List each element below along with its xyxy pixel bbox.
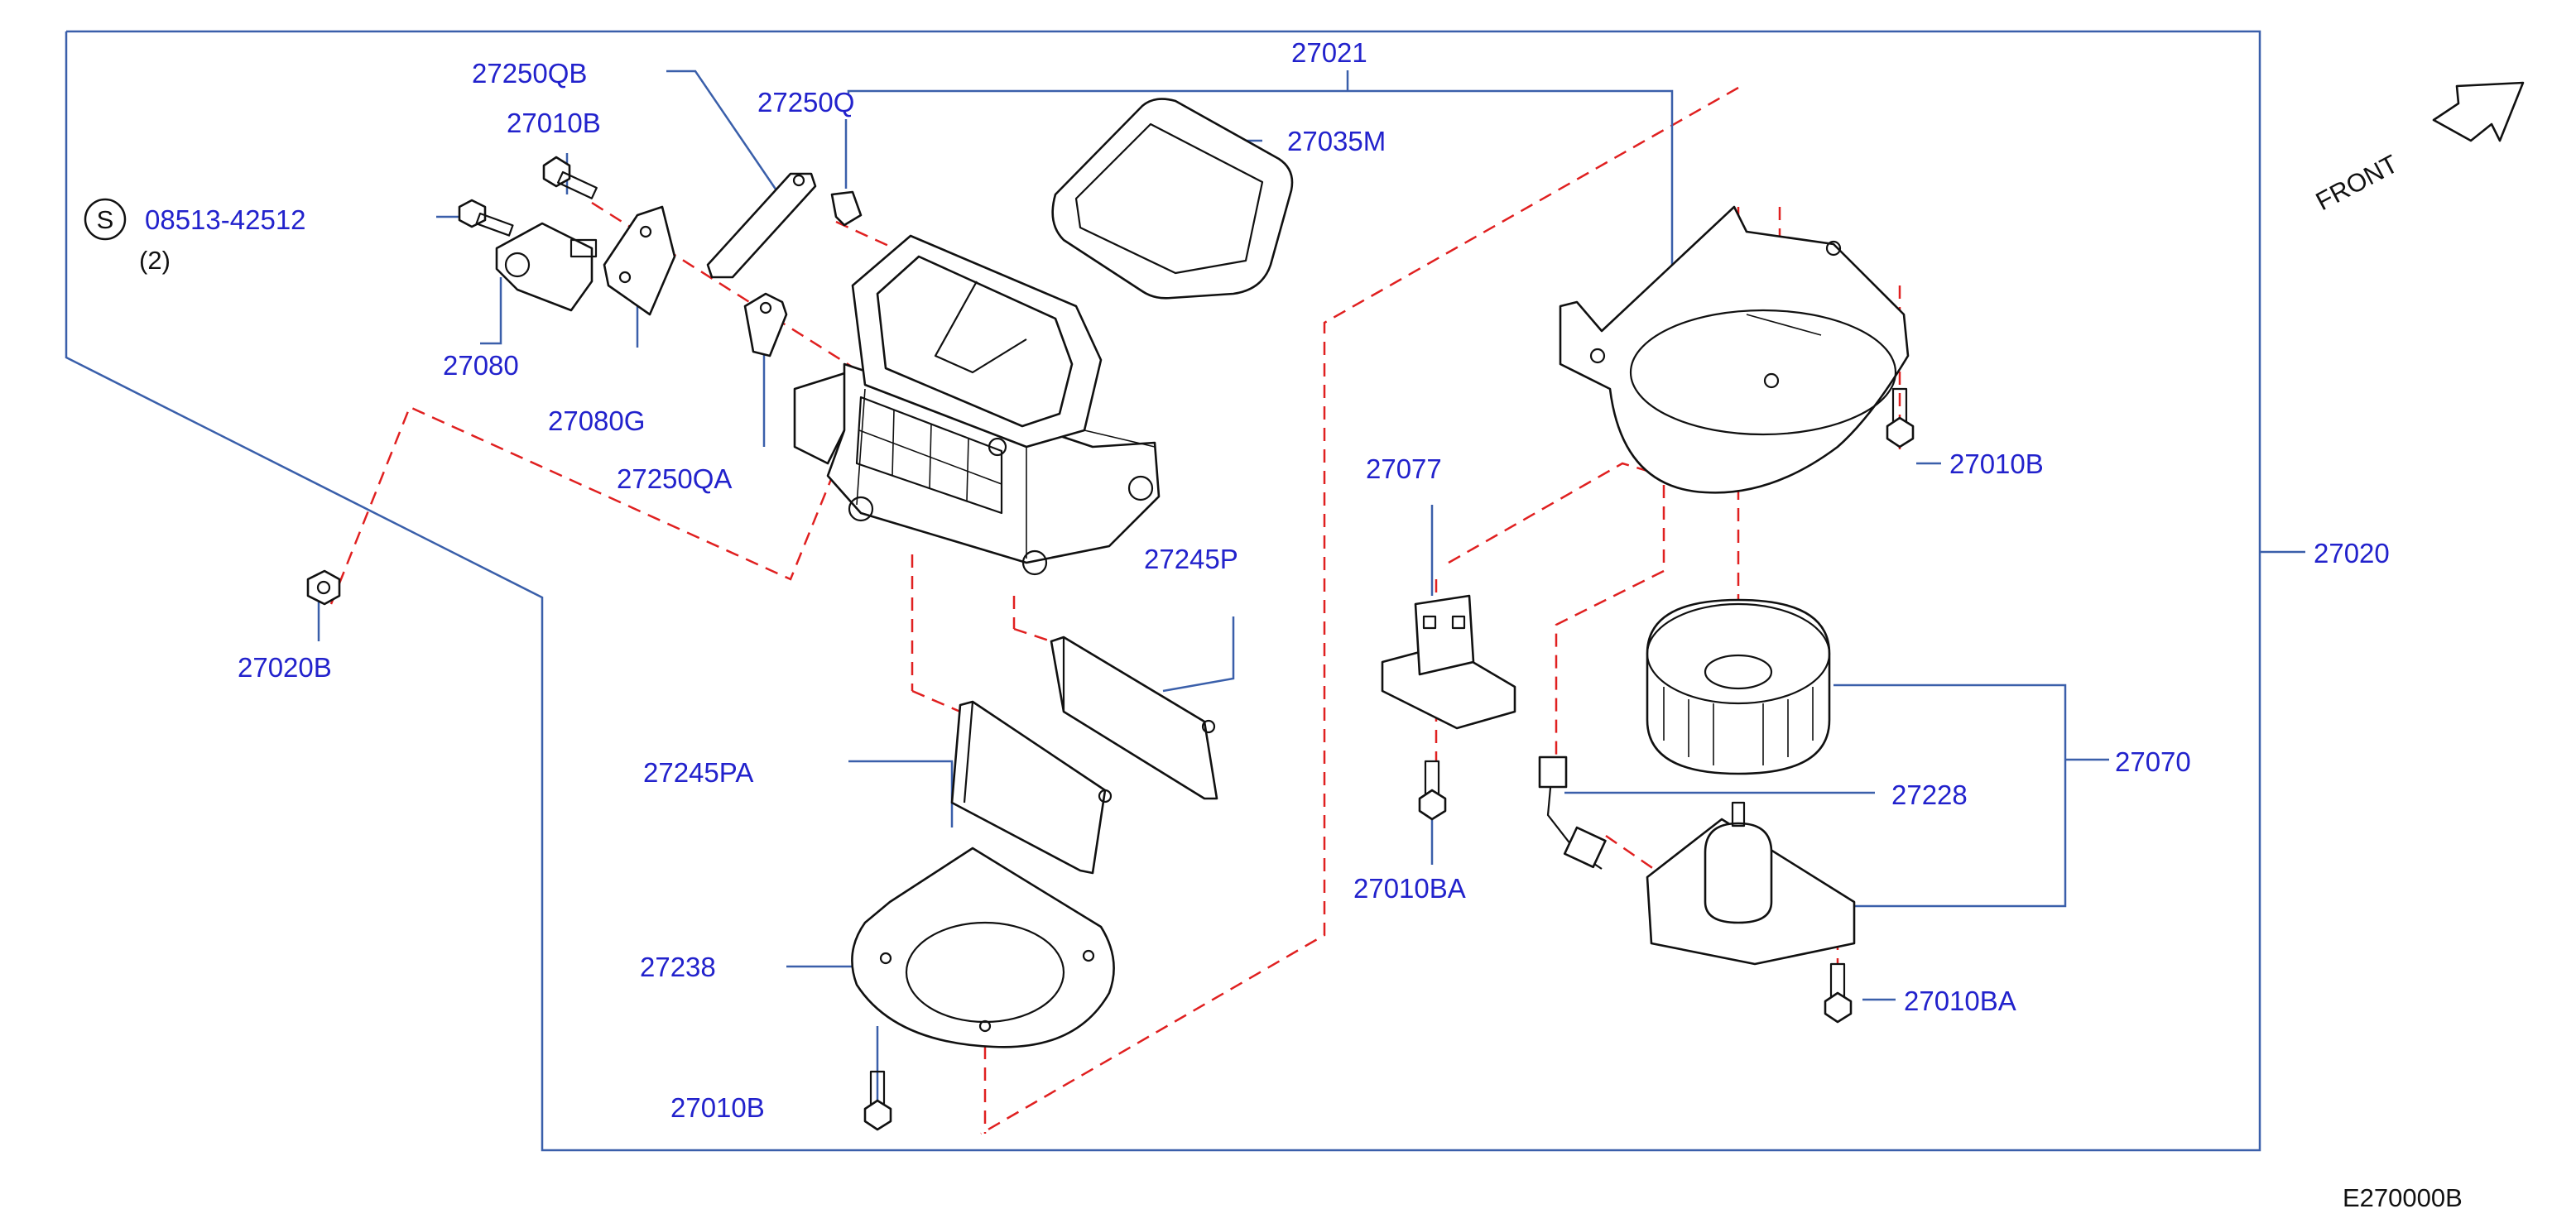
label-27077: 27077 <box>1366 453 1442 484</box>
screw-27010B-bottom <box>863 1070 892 1131</box>
label-27020B: 27020B <box>238 652 332 683</box>
screw-27010B-top <box>542 156 598 199</box>
screw-08513-42512 <box>458 199 514 237</box>
blower-fan-part <box>1646 598 1831 775</box>
clip-27250Q <box>830 190 863 227</box>
label-27010BA-right: 27010BA <box>1904 986 2016 1016</box>
part-labels: 27021 27250QB 27250Q 27010B 27035M 08513… <box>139 37 2390 1123</box>
label-27238: 27238 <box>640 952 716 982</box>
label-27228: 27228 <box>1891 779 1968 810</box>
label-27035M: 27035M <box>1287 126 1386 156</box>
flap-door-27245PA <box>950 700 1113 875</box>
seal-plate-27238 <box>851 847 1115 1048</box>
standard-part-symbol-letter: S <box>97 205 114 234</box>
seal-gasket-part <box>1051 98 1294 300</box>
resistor-27077 <box>1381 594 1516 730</box>
assembly-frame <box>65 30 2261 1152</box>
intake-grille <box>855 396 1003 515</box>
diagram-code: E270000B <box>2343 1183 2463 1212</box>
screw-27010B-right <box>1886 387 1915 449</box>
front-arrow-icon <box>2432 81 2525 142</box>
actuator-bracket-part <box>603 205 676 316</box>
label-27010B-bottom: 27010B <box>670 1092 765 1123</box>
front-label: FRONT <box>2311 149 2403 216</box>
label-27010B-top: 27010B <box>507 108 601 138</box>
blower-case-part <box>1559 205 1910 494</box>
label-27020: 27020 <box>2314 538 2390 568</box>
label-27021: 27021 <box>1291 37 1367 68</box>
label-27010B-right: 27010B <box>1949 449 2044 479</box>
label-27245P: 27245P <box>1144 544 1238 574</box>
label-27010BA-left: 27010BA <box>1353 873 1466 904</box>
label-27070: 27070 <box>2115 746 2191 777</box>
label-quantity: (2) <box>139 246 171 275</box>
blower-motor-part <box>1646 801 1856 966</box>
hose-27228 <box>1538 756 1607 870</box>
lever-27250QA <box>743 292 788 357</box>
nut-27020B <box>306 569 341 606</box>
standard-part-symbol-icon <box>84 198 127 241</box>
label-27245PA: 27245PA <box>643 757 753 788</box>
label-08513-42512: 08513-42512 <box>145 204 306 235</box>
leader-lines <box>317 70 2305 1105</box>
intake-housing-part <box>793 234 1161 576</box>
label-27080: 27080 <box>443 350 519 381</box>
screw-27010BA-left <box>1418 760 1447 821</box>
label-27250QA: 27250QA <box>617 463 732 494</box>
label-27250Q: 27250Q <box>757 87 854 118</box>
link-rod-part <box>706 172 817 279</box>
screw-27010BA-right <box>1824 962 1853 1024</box>
flap-door-27245P <box>1050 636 1218 800</box>
label-27080G: 27080G <box>548 405 645 436</box>
label-27250QB: 27250QB <box>472 58 587 89</box>
actuator-motor-part <box>495 222 598 312</box>
